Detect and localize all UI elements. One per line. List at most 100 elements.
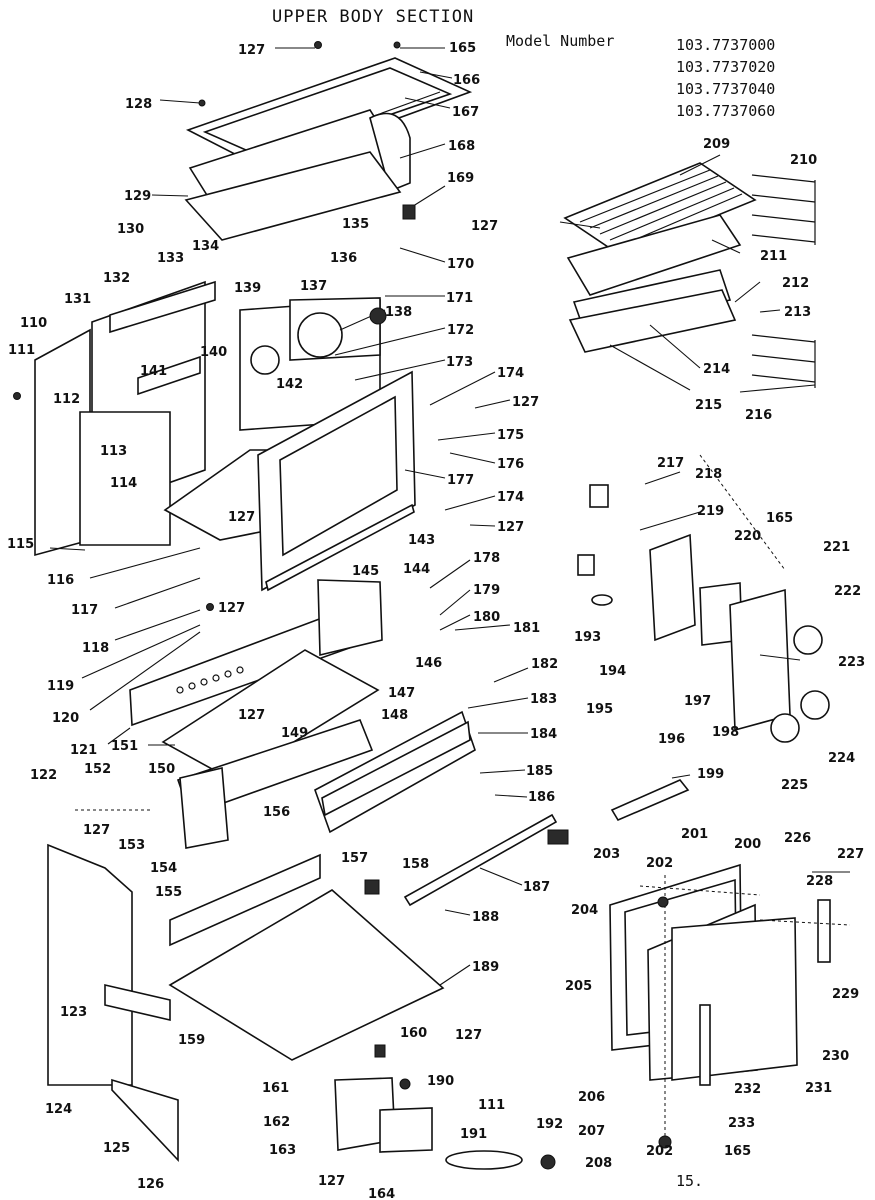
callout-195: 195 [586, 702, 613, 717]
callout-202-a: 202 [646, 856, 673, 871]
callout-206: 206 [578, 1090, 605, 1105]
callout-183: 183 [530, 692, 557, 707]
callout-228: 228 [806, 874, 833, 889]
callout-229: 229 [832, 987, 859, 1002]
callout-219: 219 [697, 504, 724, 519]
callout-170: 170 [447, 257, 474, 272]
callout-labels: 127 165 166 167 168 128 129 169 130 133 … [7, 41, 865, 1200]
callout-121: 121 [70, 743, 97, 758]
callout-115: 115 [7, 537, 34, 552]
callout-125: 125 [103, 1141, 130, 1156]
callout-182: 182 [531, 657, 558, 672]
oven-body-left [34, 280, 216, 557]
callout-201: 201 [681, 827, 708, 842]
callout-224: 224 [828, 751, 855, 766]
oven-door [609, 863, 831, 1086]
callout-167: 167 [452, 105, 479, 120]
callout-127-g: 127 [238, 708, 265, 723]
callout-232: 232 [734, 1082, 761, 1097]
callout-160: 160 [400, 1026, 427, 1041]
side-panel [47, 843, 179, 1163]
callout-154: 154 [150, 861, 177, 876]
terminal-block [334, 1077, 433, 1153]
callout-162: 162 [263, 1115, 290, 1130]
callout-137: 137 [300, 279, 327, 294]
callout-184: 184 [530, 727, 557, 742]
page-number: 15. [676, 1172, 703, 1190]
cabinet-floor [168, 853, 445, 1061]
callout-163: 163 [269, 1143, 296, 1158]
callout-123: 123 [60, 1005, 87, 1020]
callout-223: 223 [838, 655, 865, 670]
callout-187: 187 [523, 880, 550, 895]
heating-element-199 [610, 779, 690, 822]
model-number-1: 103.7737020 [676, 58, 775, 76]
callout-179: 179 [473, 583, 500, 598]
callout-144: 144 [403, 562, 430, 577]
callout-191: 191 [460, 1127, 487, 1142]
dashed-guides [75, 454, 851, 1145]
callout-175: 175 [497, 428, 524, 443]
callout-177: 177 [447, 473, 474, 488]
callout-142: 142 [276, 377, 303, 392]
oven-body-rear [239, 297, 381, 431]
callout-171: 171 [446, 291, 473, 306]
section-title: UPPER BODY SECTION [272, 7, 474, 27]
callout-207: 207 [578, 1124, 605, 1139]
model-number-0: 103.7737000 [676, 36, 775, 54]
callout-226: 226 [784, 831, 811, 846]
callout-152: 152 [84, 762, 111, 777]
broiler-rack [563, 162, 757, 353]
callout-153: 153 [118, 838, 145, 853]
callout-178: 178 [473, 551, 500, 566]
callout-148: 148 [381, 708, 408, 723]
callout-157: 157 [341, 851, 368, 866]
callout-117: 117 [71, 603, 98, 618]
callout-143: 143 [408, 533, 435, 548]
control-panel-back [129, 579, 383, 727]
callout-132: 132 [103, 271, 130, 286]
callout-150: 150 [148, 762, 175, 777]
model-number-label: Model Number [506, 32, 614, 50]
callout-141: 141 [140, 364, 167, 379]
callout-138: 138 [385, 305, 412, 320]
callout-174-a: 174 [497, 366, 524, 381]
callout-126: 126 [137, 1177, 164, 1192]
callout-118: 118 [82, 641, 109, 656]
callout-111-a: 111 [8, 343, 35, 358]
callout-131: 131 [64, 292, 91, 307]
callout-217: 217 [657, 456, 684, 471]
callout-209: 209 [703, 137, 730, 152]
callout-198: 198 [712, 725, 739, 740]
callout-112: 112 [53, 392, 80, 407]
oven-rack-210 [751, 174, 816, 245]
callout-205: 205 [565, 979, 592, 994]
leader-lines [49, 47, 850, 986]
callout-168: 168 [448, 139, 475, 154]
callout-218: 218 [695, 467, 722, 482]
callout-134: 134 [192, 239, 219, 254]
clock-control [577, 484, 830, 743]
callout-128: 128 [125, 97, 152, 112]
callout-192: 192 [536, 1117, 563, 1132]
callout-216: 216 [745, 408, 772, 423]
callout-194: 194 [599, 664, 626, 679]
callout-136: 136 [330, 251, 357, 266]
callout-127-h: 127 [83, 823, 110, 838]
callout-215: 215 [695, 398, 722, 413]
callout-185: 185 [526, 764, 553, 779]
callout-165-b: 165 [766, 511, 793, 526]
callout-127-j: 127 [318, 1174, 345, 1189]
callout-127-e: 127 [497, 520, 524, 535]
rail-187 [403, 813, 558, 907]
callout-203: 203 [593, 847, 620, 862]
callout-220: 220 [734, 529, 761, 544]
callout-124: 124 [45, 1102, 72, 1117]
callout-122: 122 [30, 768, 57, 783]
callout-127-f: 127 [218, 601, 245, 616]
callout-196: 196 [658, 732, 685, 747]
callout-139: 139 [234, 281, 261, 296]
callout-172: 172 [447, 323, 474, 338]
callout-151: 151 [111, 739, 138, 754]
oven-rack-216 [751, 334, 816, 388]
